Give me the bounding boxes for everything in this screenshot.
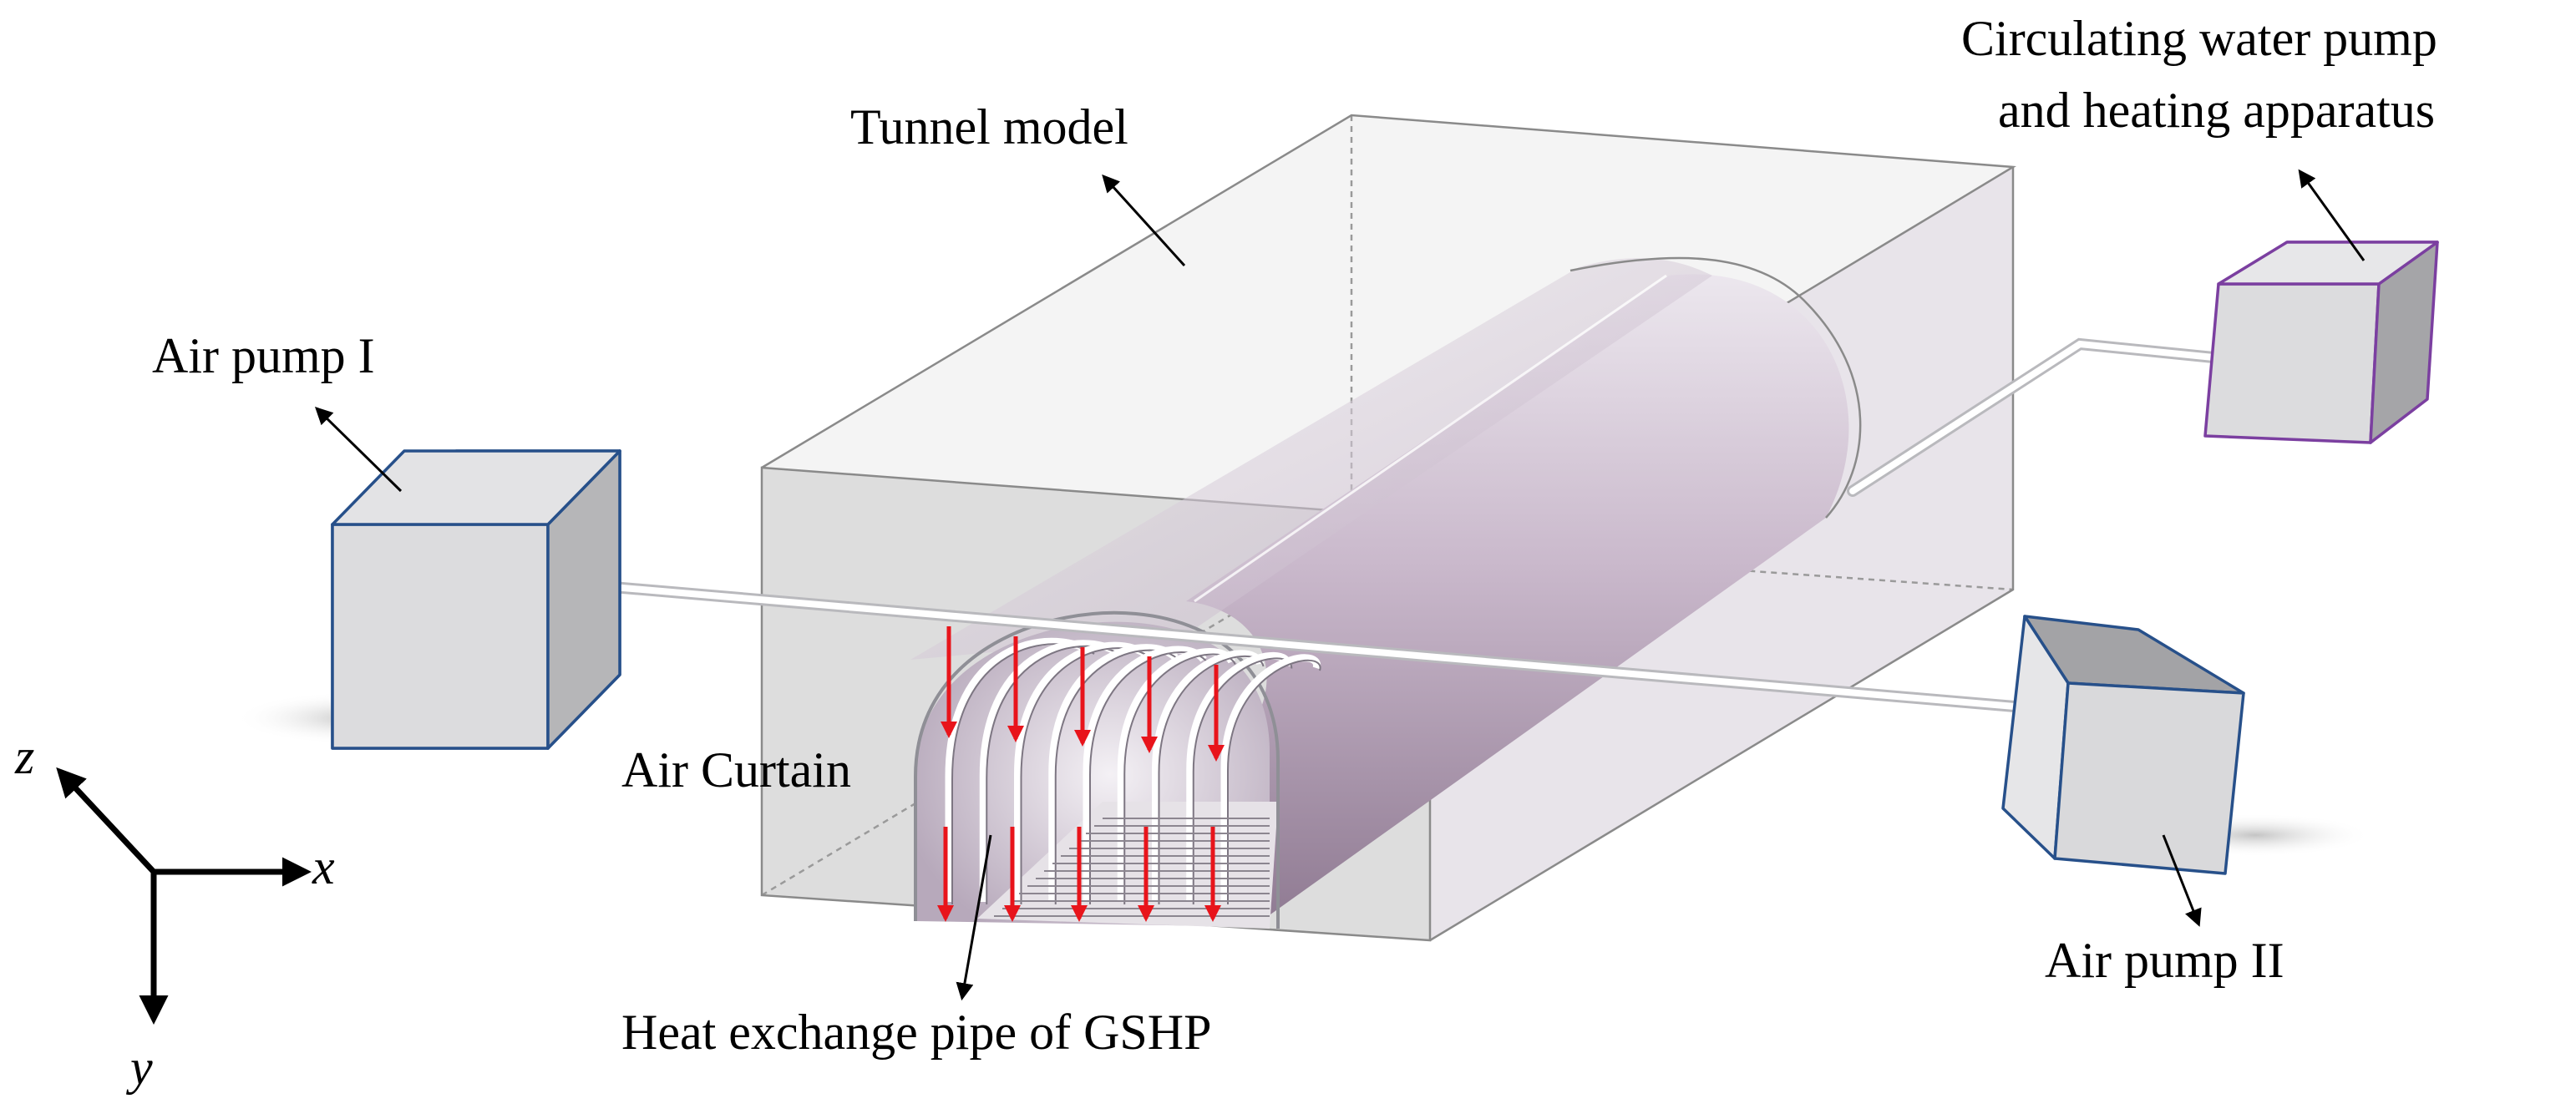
- coordinate-axes: x y z: [14, 729, 335, 1095]
- label-air-pump-1: Air pump I: [152, 328, 375, 383]
- label-circulating-pump-line1: Circulating water pump: [1961, 11, 2437, 66]
- leader-air-pump-1: [315, 407, 403, 493]
- label-air-curtain: Air Curtain: [621, 742, 851, 798]
- label-air-pump-2: Air pump II: [2045, 933, 2284, 988]
- leader-air-pump-2: [2162, 834, 2202, 927]
- leader-lines: [315, 169, 2366, 1001]
- tube-body: [1186, 274, 1849, 927]
- axis-x-label: x: [312, 839, 335, 894]
- leader-heat-exchange-pipe: [956, 834, 992, 1001]
- air-curtain-arrows: [937, 626, 1225, 922]
- air-pump-2: [2001, 615, 2372, 875]
- text-labels: Tunnel model Circulating water pump and …: [152, 11, 2437, 1060]
- connecting-pipes: [597, 337, 2219, 712]
- axis-y-label: y: [125, 1040, 153, 1095]
- label-circulating-pump-line2: and heating apparatus: [1998, 83, 2435, 138]
- heat-exchange-pipe-coils: [945, 637, 1321, 917]
- pipe-coil-ring-shade: [1227, 659, 1321, 904]
- leader-tunnel-model: [1102, 174, 1186, 267]
- leader-circulating-pump: [2298, 169, 2366, 261]
- label-tunnel-model: Tunnel model: [850, 99, 1128, 154]
- axis-z-label: z: [14, 729, 34, 784]
- tunnel-top-face: [762, 115, 2013, 518]
- pipe-coil-ring: [1186, 651, 1292, 902]
- axis-z: [56, 767, 156, 874]
- air-pump-1: [234, 449, 621, 750]
- label-heat-exchange-pipe: Heat exchange pipe of GSHP: [621, 1005, 1211, 1060]
- circulating-pump-box: [2203, 241, 2439, 444]
